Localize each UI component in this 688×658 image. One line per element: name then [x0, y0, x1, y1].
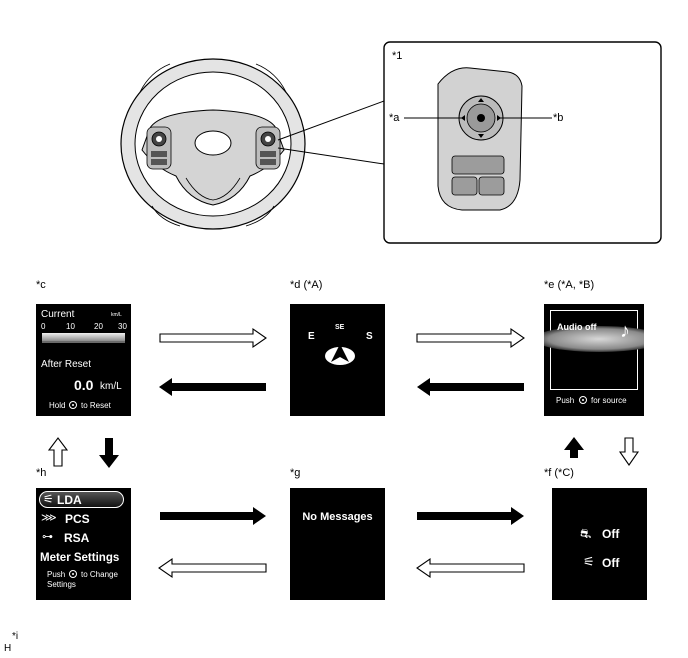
scale-0: 0 — [41, 322, 46, 331]
for-source-label: for source — [591, 396, 627, 405]
screen-c-fuel-economy: Current km/L 0 10 20 30 After Reset 0.0 … — [36, 304, 131, 416]
current-label: Current — [41, 309, 75, 320]
screen-f-label: *f (*C) — [544, 467, 574, 479]
screen-h-label: *h — [36, 467, 47, 479]
arrow-c-to-h — [99, 438, 119, 468]
lda-icon: ⚟ — [43, 492, 54, 506]
screen-e-label: *e (*A, *B) — [544, 279, 595, 291]
menu-item-rsa: RSA — [64, 531, 90, 545]
scale-20: 20 — [94, 322, 103, 331]
pcs-icon: ⋙ — [41, 512, 57, 524]
screen-f-status: ⛐ Off ⚟ Off — [552, 488, 647, 600]
settings-label: Settings — [47, 580, 76, 589]
audio-frame — [550, 310, 638, 390]
arrow-e-to-d — [417, 378, 524, 396]
no-messages-label: No Messages — [302, 511, 373, 523]
compass-e: E — [308, 331, 315, 342]
screen-e-audio: Audio off ♪ Push for source — [544, 304, 644, 416]
figure-code: H — [4, 643, 12, 654]
menu-item-lda: LDA — [57, 493, 82, 507]
arrow-h-to-g — [160, 507, 266, 525]
compass-arrow-icon — [325, 344, 355, 365]
push-label: Push — [556, 396, 575, 405]
economy-unit: km/L — [100, 381, 122, 392]
screen-c-label: *c — [36, 279, 46, 291]
push-label: Push — [47, 570, 66, 579]
inset-label: *1 — [392, 50, 403, 62]
scale-30: 30 — [118, 322, 127, 331]
enter-button-icon — [579, 396, 587, 404]
compass-s: S — [366, 331, 373, 342]
selected-item-highlight — [39, 491, 124, 508]
audio-glow — [544, 326, 644, 352]
hold-label: Hold — [49, 401, 66, 410]
pcs-warning-icon: ⛐ — [580, 526, 592, 541]
economy-bar-base — [42, 341, 125, 343]
arrow-d-to-e — [416, 327, 525, 349]
economy-bar — [42, 333, 125, 341]
arrow-e-to-f — [618, 437, 640, 466]
audio-off-label: Audio off — [557, 322, 597, 332]
arrow-c-to-d — [159, 327, 267, 349]
lda-icon: ⚟ — [583, 554, 595, 569]
screen-g-label: *g — [290, 467, 301, 479]
arrow-d-to-c — [159, 378, 266, 396]
menu-item-pcs: PCS — [65, 512, 90, 526]
rsa-icon: ⊶ — [42, 531, 53, 543]
to-reset-label: to Reset — [81, 401, 111, 410]
arrow-g-to-h — [158, 557, 267, 579]
enter-button-icon — [69, 401, 77, 409]
status-off-1: Off — [602, 527, 620, 541]
to-change-label: to Change — [81, 570, 118, 579]
screen-d-label: *d (*A) — [290, 279, 323, 291]
arrow-f-to-g — [416, 557, 525, 579]
arrow-h-to-c — [47, 437, 69, 467]
scale-10: 10 — [66, 322, 75, 331]
screen-g-messages: No Messages — [290, 488, 385, 600]
compass-se: SE — [335, 324, 345, 331]
arrow-f-to-e — [564, 437, 584, 458]
enter-button-icon — [69, 570, 77, 578]
status-off-2: Off — [602, 556, 620, 570]
unit-small: km/L — [111, 312, 122, 318]
callout-a: *a — [389, 112, 400, 124]
screen-d-compass: SE E S — [290, 304, 385, 416]
figure-note-i: *i — [12, 631, 19, 642]
callout-b: *b — [553, 112, 564, 124]
screen-h-settings-menu: ⚟ LDA ⋙ PCS ⊶ RSA Meter Settings Push to… — [36, 488, 131, 600]
music-note-icon: ♪ — [620, 320, 630, 342]
meter-settings-label: Meter Settings — [40, 552, 120, 564]
economy-value: 0.0 — [74, 377, 94, 393]
arrow-g-to-f — [417, 507, 524, 525]
after-reset-label: After Reset — [41, 359, 92, 370]
steering-wheel-illustration — [120, 41, 662, 244]
